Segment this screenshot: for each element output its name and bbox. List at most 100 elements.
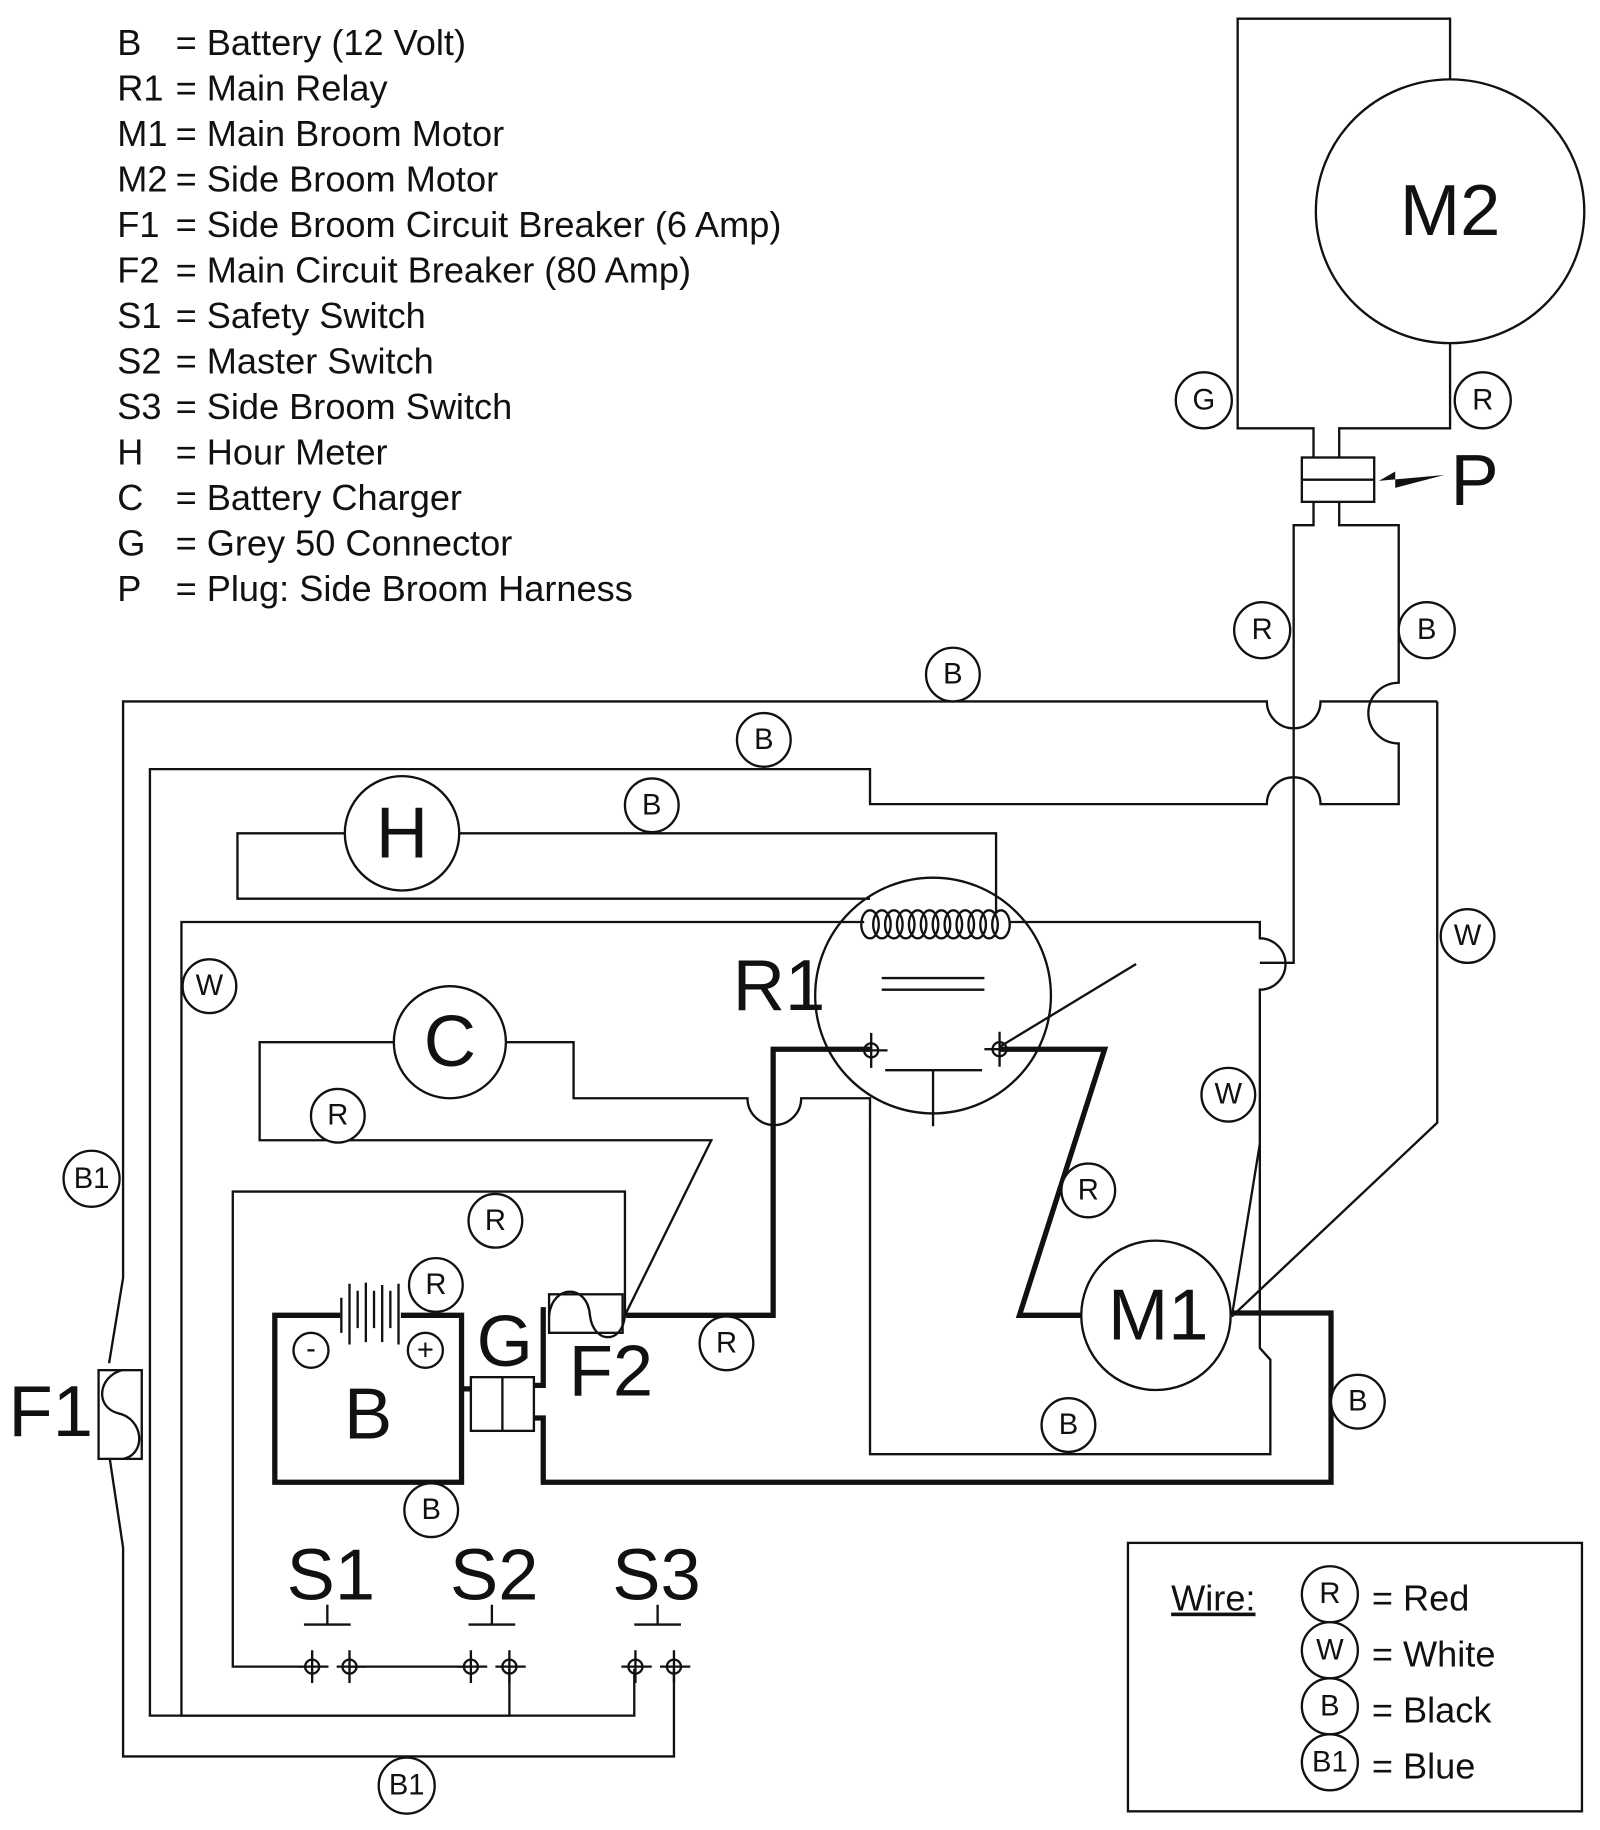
wire-battery [272, 1312, 471, 1485]
coil-loop [931, 909, 952, 940]
legend-description: = Side Broom Motor [176, 158, 499, 199]
legend-description: = Safety Switch [176, 295, 426, 336]
wire-harness-black [148, 501, 1400, 1717]
motor-m2-symbol [1314, 78, 1586, 345]
coil-loop [919, 909, 940, 940]
legend-description: = Side Broom Circuit Breaker (6 Amp) [176, 204, 782, 245]
svg-text:W: W [1316, 1634, 1344, 1666]
svg-text:B1: B1 [74, 1163, 110, 1195]
wire-tags: G R R B B B B W W W R B1 R R R R B B B B… [62, 371, 1512, 1815]
legend-description: = Battery (12 Volt) [176, 22, 466, 63]
svg-text:B1: B1 [1312, 1746, 1348, 1778]
svg-text:R: R [485, 1205, 506, 1237]
legend-code: F2 [117, 249, 159, 290]
side-broom-motor: M2 [1314, 78, 1586, 345]
coil-loop [895, 909, 916, 940]
wire-f2-loop [231, 1190, 627, 1668]
charger-symbol [392, 985, 508, 1100]
wire-key-item: R = Red [1300, 1565, 1470, 1624]
wire-f1-bottom [107, 1454, 676, 1758]
battery-cells-icon [340, 1282, 400, 1345]
wire-hour-meter [236, 832, 871, 900]
coil-loop [943, 909, 964, 940]
svg-text:= White: = White [1372, 1634, 1496, 1675]
legend-code: R1 [117, 67, 163, 108]
coil-loop [979, 909, 999, 940]
wire-m2-ground [1236, 17, 1452, 458]
wire-tag: B [735, 711, 792, 768]
battery-label: B [344, 1375, 392, 1455]
legend-code: C [117, 477, 143, 518]
svg-text:W: W [196, 970, 224, 1002]
svg-text:= Red: = Red [1372, 1578, 1470, 1619]
hour-meter: H [343, 774, 461, 892]
switch-s1[interactable]: S1 [287, 1536, 376, 1683]
svg-text:B: B [943, 659, 962, 691]
motor-m1-symbol [1080, 1239, 1232, 1392]
wire-hour-meter-right [459, 832, 998, 914]
legend-code: B [117, 22, 141, 63]
legend-code: M1 [117, 113, 167, 154]
relay-armature [885, 1069, 983, 1127]
svg-text:R: R [1078, 1174, 1099, 1206]
switch-s3[interactable]: S3 [612, 1536, 701, 1683]
component-legend: B = Battery (12 Volt) R1 = Main Relay M1… [117, 22, 781, 609]
relay-contact-left [856, 1032, 888, 1068]
main-relay: R1 [733, 876, 1053, 1115]
legend-code: F1 [117, 204, 159, 245]
svg-text:B: B [642, 789, 661, 821]
svg-text:B: B [1320, 1690, 1339, 1722]
svg-text:B: B [421, 1494, 440, 1526]
svg-text:B: B [1059, 1409, 1078, 1441]
svg-text:= Black: = Black [1372, 1690, 1492, 1731]
wire-key-item: B1 = Blue [1300, 1733, 1476, 1792]
battery-negative-label: - [306, 1333, 316, 1365]
side-broom-circuit-breaker: F1 [9, 1368, 143, 1461]
legend-description: = Main Circuit Breaker (80 Amp) [176, 249, 691, 290]
f2-label: F2 [569, 1331, 653, 1411]
wire-key-item: B = Black [1300, 1677, 1492, 1736]
legend-description: = Main Broom Motor [176, 113, 505, 154]
svg-text:= Blue: = Blue [1372, 1746, 1476, 1787]
coil-loop [860, 909, 880, 940]
motor-m2-label: M2 [1400, 171, 1501, 251]
wire-tag: R [407, 1256, 464, 1313]
svg-text:R: R [327, 1100, 348, 1132]
wire-power-f2-relay [626, 1046, 871, 1318]
svg-text:B1: B1 [389, 1770, 425, 1802]
wire-m2-power [1338, 340, 1452, 458]
legend-description: = Plug: Side Broom Harness [176, 568, 633, 609]
wire-tag: B1 [377, 1756, 436, 1815]
wire-key-item: W = White [1300, 1621, 1496, 1680]
wire-tag: R [1232, 601, 1292, 660]
f1-breaker-icon [101, 1369, 141, 1461]
coil-loop [883, 909, 904, 940]
wire-tag: G [1174, 371, 1233, 430]
wire-relay-coil-out [505, 920, 1287, 1456]
relay-label: R1 [733, 946, 825, 1026]
f1-label: F1 [9, 1372, 93, 1452]
wire-top-black [107, 700, 1438, 1364]
switch-s2[interactable]: S2 [450, 1536, 538, 1683]
wire-key-title: Wire: [1171, 1578, 1255, 1619]
wire-relay-m1 [998, 963, 1137, 1048]
harness-plug: P [1300, 441, 1499, 521]
svg-text:R: R [716, 1327, 737, 1359]
wire-white-left [180, 920, 865, 1717]
legend-code: G [117, 523, 145, 564]
main-circuit-breaker: F2 [547, 1290, 653, 1411]
wire-tag: B [623, 777, 680, 834]
svg-text:W: W [1215, 1079, 1243, 1111]
wire-harness-red [1259, 501, 1315, 965]
wire-tag: B [1397, 601, 1456, 660]
wire-tag: W [1439, 907, 1496, 965]
wire-m1-white [1230, 1143, 1261, 1317]
hour-meter-label: H [376, 793, 428, 873]
relay-coil-icon [860, 909, 1011, 940]
legend-code: M2 [117, 158, 167, 199]
relay-symbol [814, 876, 1053, 1115]
battery-positive-label: + [417, 1334, 434, 1366]
f2-breaker-icon [547, 1290, 627, 1339]
coil-loop [955, 909, 976, 940]
wire-tag: R [309, 1087, 366, 1144]
